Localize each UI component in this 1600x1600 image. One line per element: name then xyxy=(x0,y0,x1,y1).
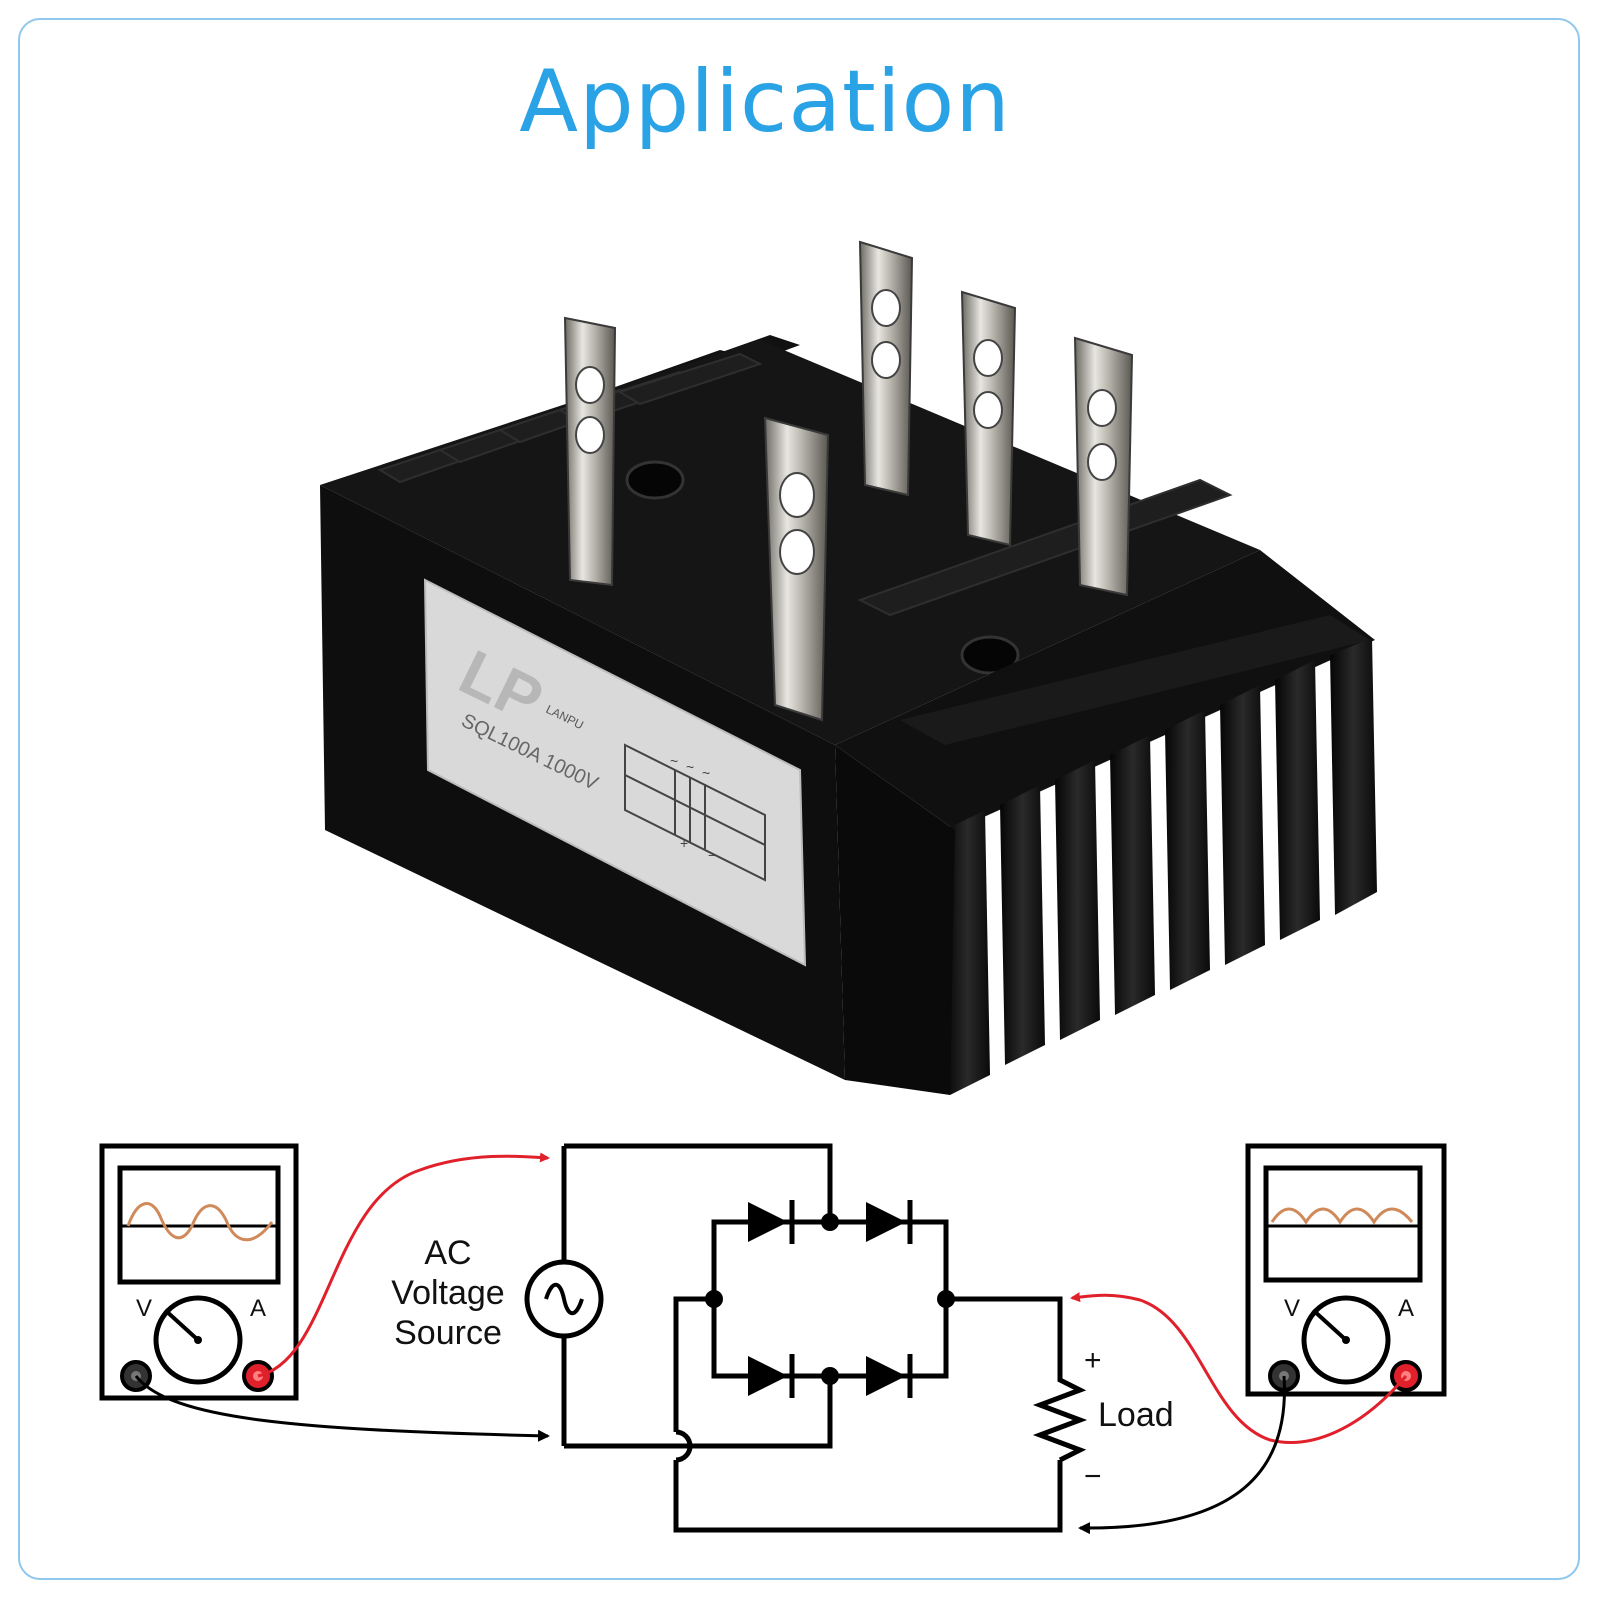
meter-right-a-label: A xyxy=(1398,1295,1414,1322)
diode-bridge xyxy=(705,1200,955,1398)
left-black-probe-lead xyxy=(134,1375,550,1442)
load-minus: − xyxy=(1084,1460,1102,1493)
meter-left: V A xyxy=(99,1143,299,1401)
load-label: Load xyxy=(1098,1396,1174,1434)
page-frame xyxy=(18,18,1580,1580)
meter-right: V A xyxy=(1245,1143,1447,1397)
label-mark-minus: − xyxy=(708,847,716,863)
ac-voltage-source: AC Voltage Source xyxy=(391,1146,604,1446)
heatsink-fins xyxy=(835,550,1377,1095)
label-mark-plus: + xyxy=(680,835,688,851)
rectifier-module-image: LP LANPU SQL100A 1000V ~ ~ ~ + − xyxy=(320,240,1377,1095)
left-red-probe-lead xyxy=(257,1152,550,1378)
sine-waveform xyxy=(126,1202,274,1242)
load-plus: + xyxy=(1084,1344,1102,1377)
source-label-line1: AC xyxy=(424,1234,471,1272)
label-mark-1: ~ xyxy=(670,753,678,769)
source-label-line3: Source xyxy=(394,1314,502,1352)
meter-right-v-label: V xyxy=(1284,1295,1300,1322)
source-label-line2: Voltage xyxy=(391,1274,504,1312)
label-mark-2: ~ xyxy=(686,759,694,775)
meter-left-a-label: A xyxy=(250,1295,266,1322)
circuit-diagram: V A V A xyxy=(99,1143,1447,1535)
load-resistor: + − Load xyxy=(1032,1344,1174,1493)
label-mark-3: ~ xyxy=(702,765,710,781)
terminal-pins xyxy=(563,240,1134,722)
right-black-probe-lead xyxy=(1078,1375,1286,1535)
meter-left-v-label: V xyxy=(136,1295,152,1322)
right-red-probe-lead xyxy=(1070,1292,1408,1444)
rectified-waveform xyxy=(1270,1207,1414,1225)
page-title: Application xyxy=(519,52,1011,152)
label-schematic xyxy=(624,743,766,882)
